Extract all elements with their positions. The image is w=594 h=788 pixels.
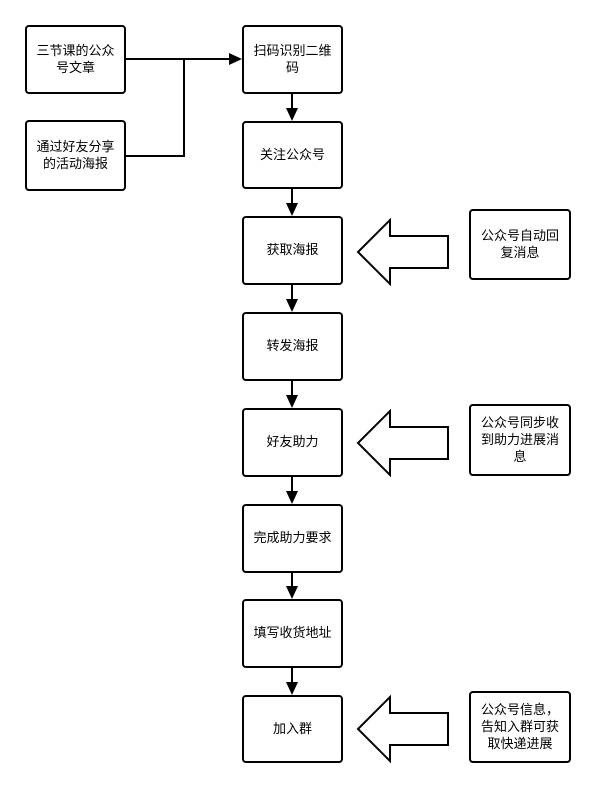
arrowhead-to-friend-help [286,395,298,408]
arrowhead-to-forward [286,299,298,312]
note-sync-progress: 公众号同步收 到助力进展消 息 [469,404,571,476]
arrowhead-to-get-poster [286,203,298,216]
step-follow-account: 关注公众号 [242,121,343,189]
arrowhead-to-follow [286,108,298,121]
block-arrow-sync-progress [356,408,449,478]
note-group-info: 公众号信息， 告知入群可获 取快递进展 [469,691,571,763]
arrowhead-to-complete [286,491,298,504]
step-join-group: 加入群 [242,695,343,763]
source-poster-box: 通过好友分享 的活动海报 [25,120,126,191]
step-scan-qr: 扫码识别二维 码 [242,25,343,94]
arrowhead-to-join [286,682,298,695]
arrowhead-to-scan [229,53,242,65]
connector-poster [125,59,185,157]
step-complete-help: 完成助力要求 [242,504,343,573]
arrowhead-to-fill [286,586,298,599]
block-arrow-auto-reply [356,217,449,287]
step-get-poster: 获取海报 [242,216,343,285]
source-article-box: 三节课的公众 号文章 [25,25,126,94]
block-arrow-group-info [356,694,449,764]
step-forward-poster: 转发海报 [242,312,343,381]
step-friend-help: 好友助力 [242,408,343,477]
note-auto-reply: 公众号自动回 复消息 [469,209,571,280]
step-fill-address: 填写收货地址 [242,599,343,668]
